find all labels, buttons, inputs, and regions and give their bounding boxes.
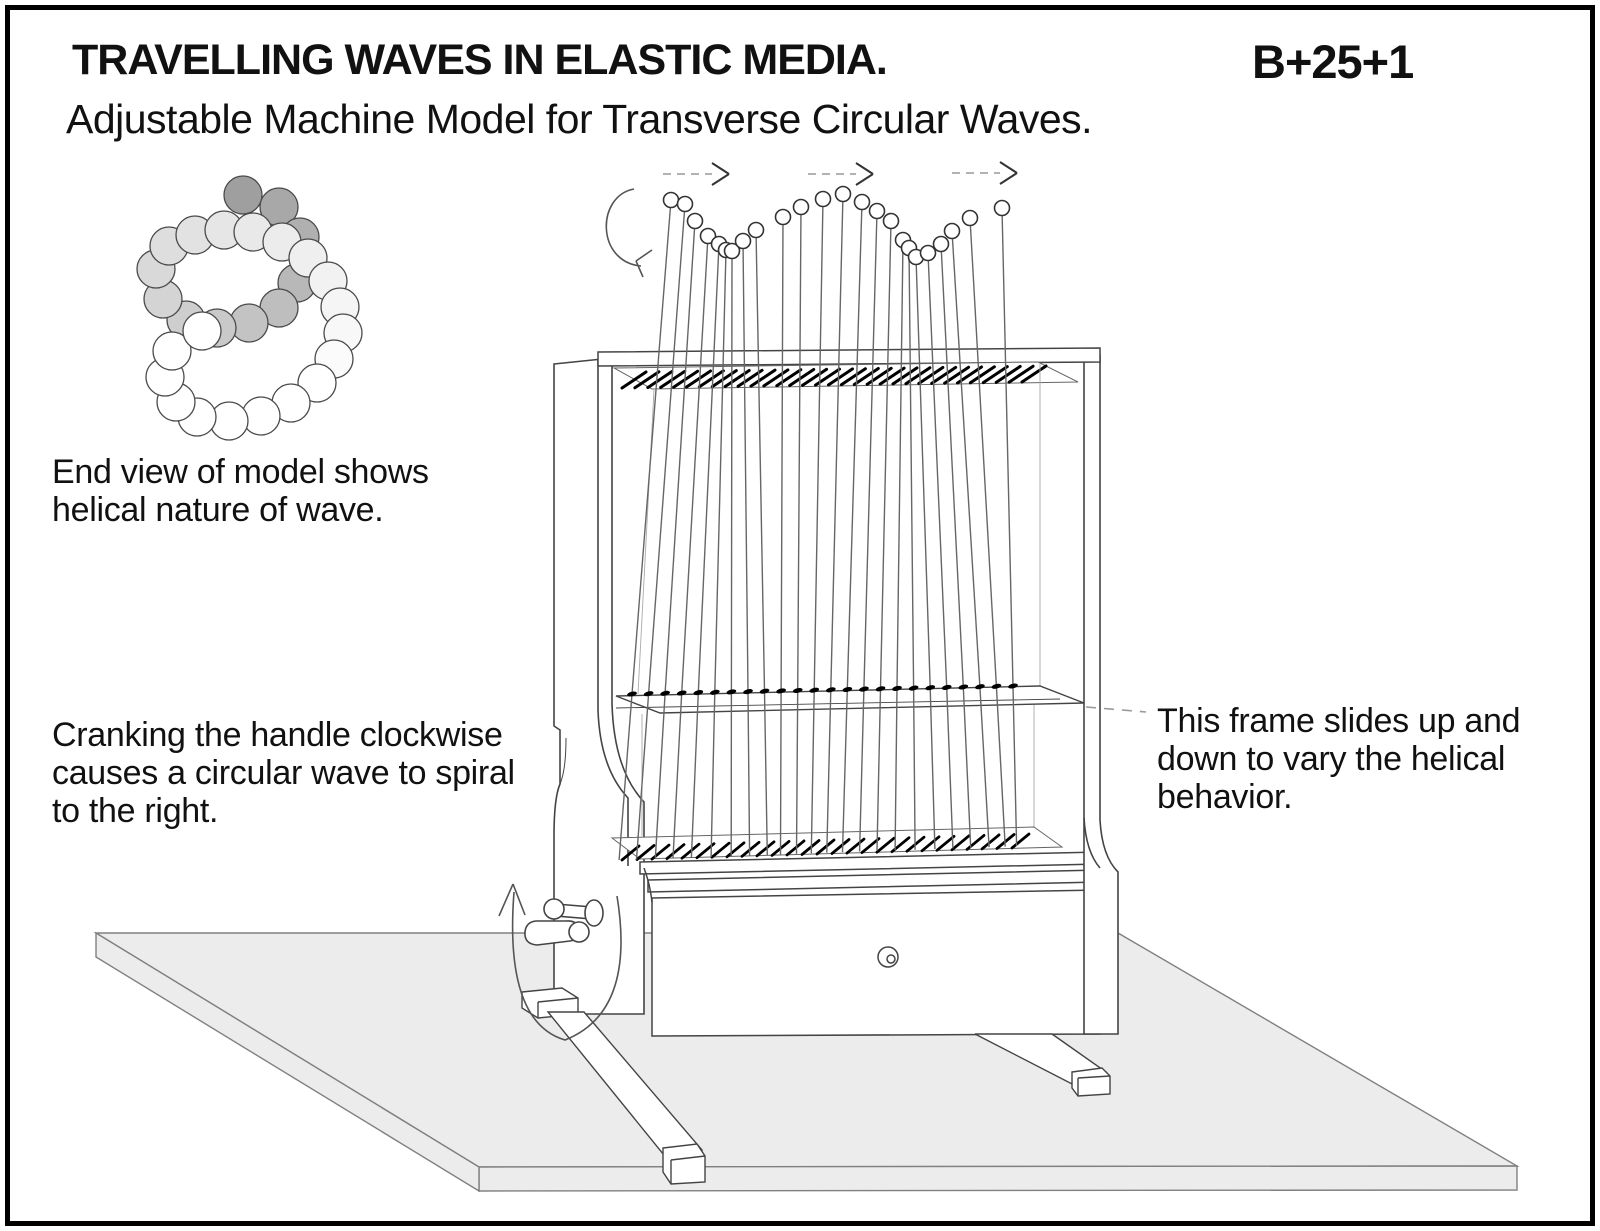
page-subtitle: Adjustable Machine Model for Transverse … [66,96,1093,142]
foot-front-left [662,1143,706,1185]
top-comb-hatches [620,364,1048,390]
left-pedestal [553,357,645,1015]
platform-left-edge [95,931,480,1193]
wave-direction-arrows [663,161,1018,186]
arrow-head [711,162,730,186]
crank-handle [524,898,604,946]
crank-flange [584,899,604,927]
page-title: TRAVELLING WAVES IN ELASTIC MEDIA. [72,36,888,84]
cabinet-front [651,889,1101,1037]
right-post [1083,354,1119,1035]
rod-pivots [627,683,1018,697]
arrow-head [855,162,874,186]
caption-frame-slides: This frame slides up and down to vary th… [1157,702,1521,816]
wave-rods [618,193,1018,861]
platform [93,931,1520,1193]
lower-rail-2 [647,869,1101,893]
crank-rotation-arrow [498,883,622,1041]
feet [521,987,1111,1185]
wave-balls [662,185,1011,266]
crank-knob [543,898,565,920]
arrow-head [999,161,1018,185]
caption-cranking: Cranking the handle clockwise causes a c… [52,716,515,830]
cabinet-knob-hub [886,954,896,964]
crank-grip-end [568,921,590,943]
caption-end-view: End view of model shows helical nature o… [52,453,429,529]
helix-end-view [136,175,363,441]
foot-right [1071,1067,1111,1097]
base-cabinet [639,851,1101,1037]
platform-front-edge [478,1165,1518,1192]
leg-front-left [546,1011,704,1161]
catalog-code: B+25+1 [1252,35,1414,88]
frame-interior-lines [637,364,1041,836]
bottom-comb-hatches [620,832,1031,862]
rotation-icon [605,188,653,278]
